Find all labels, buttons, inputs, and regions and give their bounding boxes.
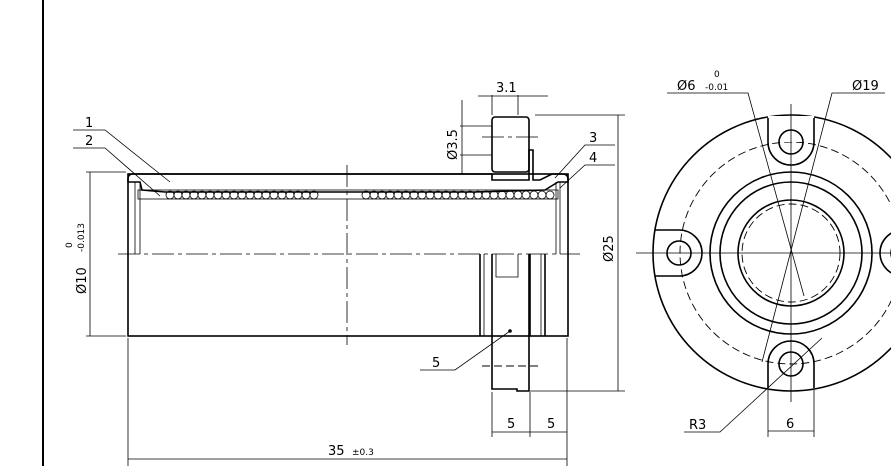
callout-5: 5 (420, 329, 512, 371)
dim-lug-6: 6 (767, 390, 815, 437)
svg-text:5: 5 (547, 417, 555, 432)
ball (521, 190, 531, 200)
svg-text:5: 5 (432, 356, 440, 371)
svg-text:Ø25: Ø25 (602, 235, 617, 262)
svg-text:R3: R3 (689, 418, 706, 433)
svg-text:6: 6 (786, 417, 794, 432)
bearing-body (127, 173, 569, 337)
dim-length-35: 35 ±0.3 (127, 338, 567, 466)
svg-text:5: 5 (507, 417, 515, 432)
svg-text:±0.3: ±0.3 (352, 448, 374, 458)
callout-2: 2 (73, 134, 161, 197)
dim-flange-widths: 5 5 (491, 338, 568, 466)
dim-radius-r3: R3 (684, 337, 823, 433)
svg-text:0: 0 (65, 242, 75, 248)
ball (505, 190, 515, 200)
dim-3-1: 3.1 (478, 81, 548, 115)
ball (497, 190, 507, 200)
svg-text:35: 35 (328, 444, 345, 459)
svg-text:-0.013: -0.013 (77, 223, 87, 252)
svg-text:3.1: 3.1 (496, 81, 517, 96)
callout-3: 3 (554, 131, 615, 179)
svg-text:0: 0 (714, 70, 720, 80)
svg-text:3: 3 (589, 131, 597, 146)
svg-text:2: 2 (85, 134, 93, 149)
svg-text:Ø6: Ø6 (677, 79, 696, 94)
svg-text:4: 4 (589, 151, 597, 166)
callout-4: 4 (559, 151, 615, 189)
flange (479, 116, 546, 392)
ball (513, 190, 523, 200)
ball (309, 190, 319, 200)
dim-shaft-10: Ø10 0 -0.013 (65, 171, 126, 337)
svg-text:Ø19: Ø19 (852, 79, 879, 94)
ball (537, 190, 547, 200)
ball (545, 190, 555, 200)
housing-section (127, 149, 569, 193)
svg-text:1: 1 (85, 116, 93, 131)
dim-flange-25: Ø25 (530, 114, 625, 392)
side-view: 1 2 3 4 5 3.1 Ø3.5 (65, 81, 625, 466)
svg-text:-0.01: -0.01 (705, 83, 728, 93)
ball (529, 190, 539, 200)
svg-text:Ø3.5: Ø3.5 (446, 129, 461, 160)
dim-pcd-19: Ø19 (761, 79, 885, 363)
callout-1: 1 (73, 116, 171, 183)
end-view: Ø6 0 -0.01 Ø19 R3 6 (636, 70, 891, 437)
ball-row (137, 189, 559, 200)
dim-bore-6: Ø6 0 -0.01 (667, 70, 805, 297)
dim-hole-3-5: Ø3.5 (446, 100, 492, 175)
svg-text:Ø10: Ø10 (75, 267, 90, 294)
